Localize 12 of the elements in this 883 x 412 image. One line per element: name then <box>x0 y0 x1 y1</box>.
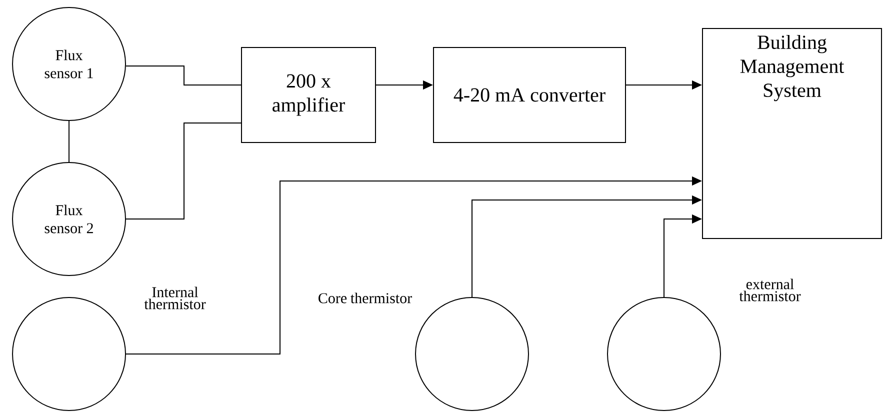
connector-line <box>126 66 242 86</box>
sensor-circle <box>12 296 126 411</box>
process-box: 4-20 mA converter <box>433 47 626 143</box>
sensor-label: Internal thermistor <box>144 286 206 310</box>
sensor-label: Core thermistor <box>318 292 412 304</box>
process-box: 200 x amplifier <box>241 47 376 143</box>
sensor-label: external thermistor <box>739 278 801 302</box>
system-box: Building Management System <box>702 28 882 239</box>
sensor-circle <box>607 296 721 411</box>
connector-line <box>126 122 242 220</box>
connector-line <box>68 120 70 162</box>
sensor-circle <box>415 296 529 411</box>
